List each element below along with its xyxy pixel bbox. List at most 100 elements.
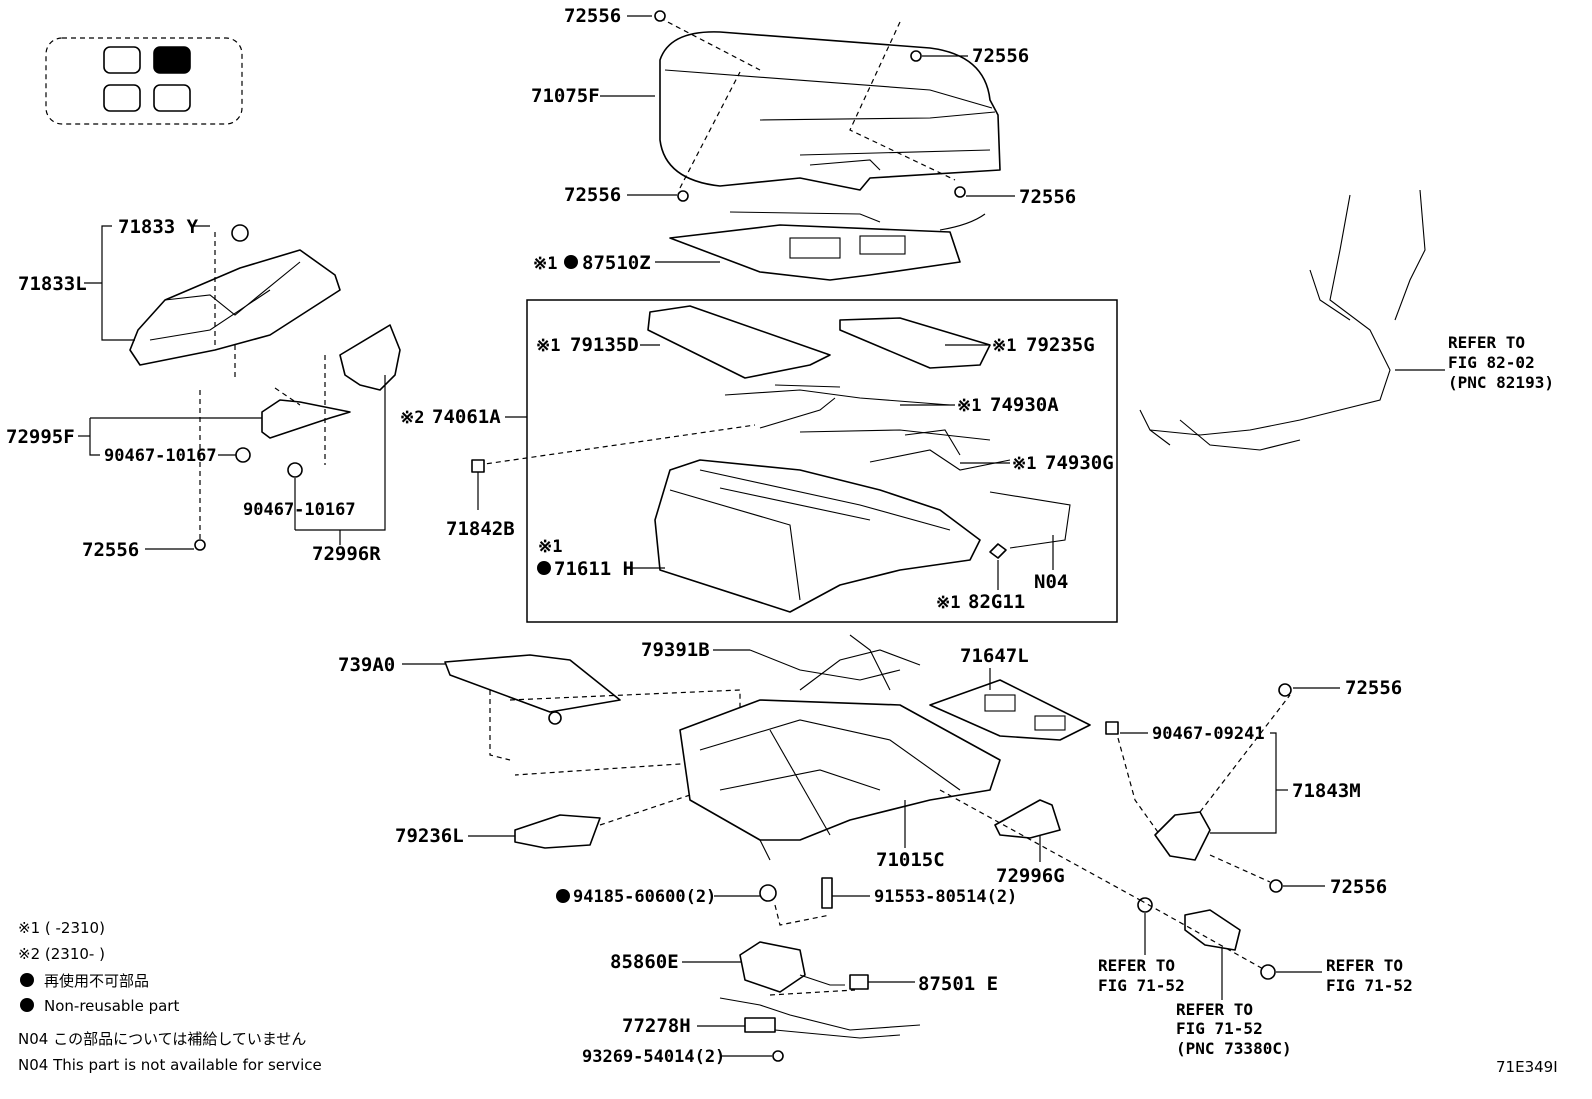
wire-harness-82193 bbox=[1139, 189, 1426, 451]
clip-icon bbox=[194, 539, 206, 551]
seat-shield-71833L bbox=[129, 224, 341, 540]
label-72556-top: 72556 bbox=[564, 5, 621, 27]
seat-adjuster-71015C bbox=[679, 699, 1001, 861]
bracket-73380C bbox=[1139, 899, 1266, 971]
bolt-icon bbox=[821, 877, 833, 909]
label-79235G: 79235G bbox=[1026, 334, 1095, 356]
legend-nonreusable-en: Non-reusable part bbox=[44, 997, 179, 1015]
nonreusable-dot-icon bbox=[537, 561, 551, 575]
label-739A0: 739A0 bbox=[338, 654, 395, 676]
label-74061A: 74061A bbox=[432, 406, 501, 428]
label-90467-10167-a: 90467-10167 bbox=[104, 446, 217, 466]
clip-icon bbox=[654, 10, 666, 22]
sensor-74930G bbox=[799, 429, 1011, 471]
label-94185-60600: 94185-60600(2) bbox=[573, 887, 716, 907]
ref-b-line1: REFER TO bbox=[1176, 1000, 1253, 1019]
seat-pad-79135D bbox=[647, 305, 831, 379]
label-85860E: 85860E bbox=[610, 951, 679, 973]
clip-icon bbox=[1278, 683, 1292, 697]
label-72996G: 72996G bbox=[996, 865, 1065, 887]
label-71075F: 71075F bbox=[531, 85, 600, 107]
label-87501E: 87501 E bbox=[918, 973, 998, 995]
legend-n04-en: N04 This part is not available for servi… bbox=[18, 1056, 322, 1074]
mark-1-74930A: ※1 bbox=[957, 396, 981, 416]
nut-icon bbox=[235, 447, 251, 463]
label-90467-10167-b: 90467-10167 bbox=[243, 500, 356, 520]
label-72556-r1: 72556 bbox=[1345, 677, 1402, 699]
clip-icon bbox=[231, 224, 249, 242]
nut-icon bbox=[1260, 964, 1276, 980]
legend-note-2: ※2 (2310- ) bbox=[18, 945, 105, 963]
diagram-id: 71E349I bbox=[1496, 1058, 1558, 1076]
cover-72996G bbox=[939, 789, 1141, 901]
harness-ref-line2: FIG 82-02 bbox=[1448, 353, 1535, 372]
clip-icon bbox=[1105, 721, 1119, 735]
mark-1-79235G: ※1 bbox=[992, 336, 1016, 356]
nut-icon bbox=[759, 884, 777, 902]
label-71611H: 71611 H bbox=[554, 558, 634, 580]
pad-71647L bbox=[929, 679, 1091, 741]
label-72996R: 72996R bbox=[312, 543, 381, 565]
label-72556-ml: 72556 bbox=[564, 184, 621, 206]
mark-1-74930G: ※1 bbox=[1012, 454, 1036, 474]
label-82G11: 82G11 bbox=[968, 591, 1025, 613]
locator-rear-right bbox=[153, 84, 191, 112]
nonreusable-dot-icon bbox=[20, 973, 34, 987]
harness-ref-line1: REFER TO bbox=[1448, 333, 1525, 352]
ref-c-line2: FIG 71-52 bbox=[1326, 976, 1413, 995]
seat-frame-71611H bbox=[654, 459, 981, 613]
seat-cover-72996R bbox=[324, 324, 401, 465]
locator-rear-left bbox=[103, 84, 141, 112]
label-71843M: 71843M bbox=[1292, 780, 1361, 802]
label-72556-mr: 72556 bbox=[1019, 186, 1076, 208]
clip-icon bbox=[772, 1050, 784, 1062]
clip-icon bbox=[1269, 879, 1283, 893]
nonreusable-dot-icon bbox=[556, 889, 570, 903]
label-N04: N04 bbox=[1034, 571, 1068, 593]
seat-locator bbox=[45, 37, 243, 125]
clip-icon bbox=[471, 459, 485, 473]
legend-note-1: ※1 ( -2310) bbox=[18, 919, 105, 937]
clip-icon bbox=[954, 186, 966, 198]
legend: ※1 ( -2310) ※2 (2310- ) 再使用不可部品 Non-reus… bbox=[18, 919, 322, 1074]
seat-heater-87510Z bbox=[669, 211, 986, 281]
mark-1-87510Z: ※1 bbox=[533, 254, 557, 274]
label-71015C: 71015C bbox=[876, 849, 945, 871]
nonreusable-dot-icon bbox=[564, 255, 578, 269]
connector-82G11 bbox=[989, 491, 1071, 559]
sensor-74930A bbox=[724, 384, 951, 429]
connector-87501E bbox=[849, 974, 869, 990]
label-93269-54014: 93269-54014(2) bbox=[582, 1047, 725, 1067]
clip-icon bbox=[677, 190, 689, 202]
ecu-85860E bbox=[739, 941, 856, 996]
mark-2-74061A: ※2 bbox=[400, 408, 424, 428]
ref-b-line2: FIG 71-52 bbox=[1176, 1019, 1263, 1038]
harness-ref-line3: (PNC 82193) bbox=[1448, 373, 1554, 392]
label-72995F: 72995F bbox=[6, 426, 75, 448]
nonreusable-dot-icon bbox=[20, 998, 34, 1012]
harness-77278H bbox=[719, 997, 921, 1039]
label-91553-80514: 91553-80514(2) bbox=[874, 887, 1017, 907]
cushion-assy-box bbox=[526, 299, 1118, 623]
label-77278H: 77278H bbox=[622, 1015, 691, 1037]
label-79391B: 79391B bbox=[641, 639, 710, 661]
harness-79391B bbox=[749, 634, 921, 691]
seat-pad-79235G bbox=[839, 317, 991, 369]
locator-front-left bbox=[103, 46, 141, 74]
label-72556-r2: 72556 bbox=[1330, 876, 1387, 898]
ref-a-line2: FIG 71-52 bbox=[1098, 976, 1185, 995]
label-71842B: 71842B bbox=[446, 518, 515, 540]
locator-front-right bbox=[153, 46, 191, 74]
cover-79236L bbox=[514, 794, 691, 849]
label-74930G: 74930G bbox=[1045, 452, 1114, 474]
nut-icon bbox=[287, 462, 303, 478]
label-90467-09241: 90467-09241 bbox=[1152, 724, 1265, 744]
label-79236L: 79236L bbox=[395, 825, 464, 847]
legend-nonreusable-jp: 再使用不可部品 bbox=[44, 972, 149, 990]
label-79135D: 79135D bbox=[570, 334, 639, 356]
ref-c-line1: REFER TO bbox=[1326, 956, 1403, 975]
seat-cushion-cover-71075F bbox=[659, 17, 1001, 191]
label-72556-tr: 72556 bbox=[972, 45, 1029, 67]
label-71647L: 71647L bbox=[960, 645, 1029, 667]
